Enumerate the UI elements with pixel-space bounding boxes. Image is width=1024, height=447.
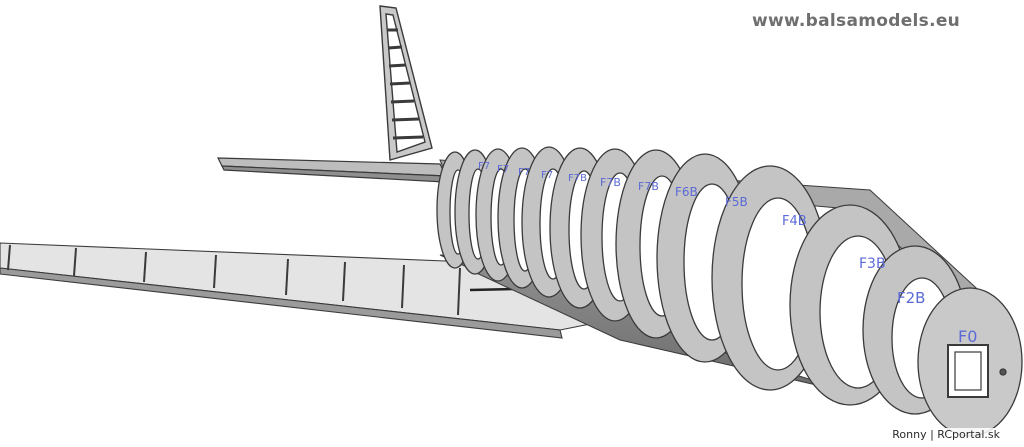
former-label-f2b: F2B (897, 289, 925, 307)
horizontal-stabilizer (217, 157, 447, 183)
former-label-f7-1: F7 (541, 170, 553, 181)
former-label-f7b-3: F7B (568, 173, 587, 184)
former-label-f7-4: F7 (478, 161, 490, 172)
former-label-f7b-1: F7B (638, 180, 659, 193)
former-label-f6b: F6B (675, 185, 698, 199)
former-label-f7-3: F7 (497, 164, 509, 175)
former-label-f4b: F4B (782, 214, 807, 229)
former-label-f3b: F3B (859, 256, 886, 272)
former-label-f7b-2: F7B (600, 176, 621, 189)
former-label-f0: F0 (958, 327, 977, 346)
former-labels: F0 F2B F3B F4B F5B F6B F7B F7B F7B F7 F7… (478, 161, 977, 346)
former-label-f5b: F5B (725, 195, 748, 209)
site-watermark: www.balsamodels.eu (752, 11, 961, 31)
vertical-fin (379, 5, 433, 161)
image-credit: Ronny | RCportal.sk (890, 428, 1002, 441)
fuselage-formers (436, 146, 1023, 437)
former-label-f7-2: F7 (518, 167, 530, 178)
